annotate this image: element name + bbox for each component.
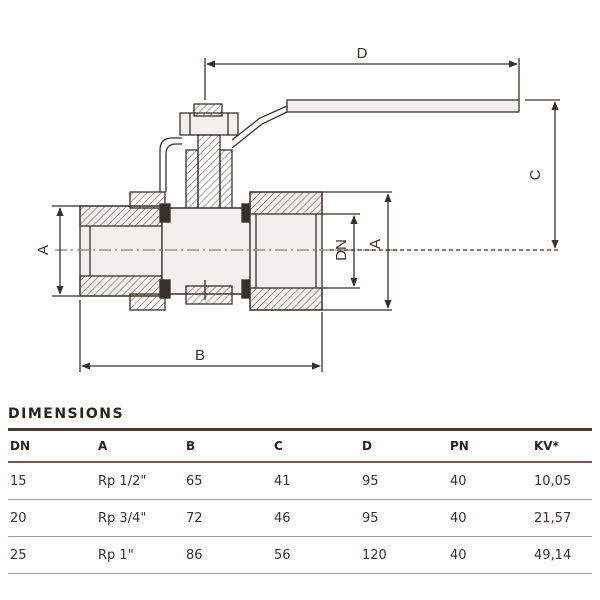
- dim-label-b: B: [195, 347, 205, 364]
- cell-dn: 25: [8, 536, 96, 574]
- table-row: 25 Rp 1" 86 56 120 40 49,14: [8, 536, 592, 574]
- cell-b: 86: [184, 536, 272, 574]
- cell-c: 56: [272, 536, 360, 574]
- cell-kv: 21,57: [532, 499, 592, 537]
- table-row: 15 Rp 1/2" 65 41 95 40 10,05: [8, 462, 592, 500]
- dimensions-title: DIMENSIONS: [8, 406, 125, 422]
- cell-kv: 10,05: [532, 462, 592, 500]
- dimensions-table: DN A B C D PN KV* 15 Rp 1/2" 65 41 95 40…: [8, 431, 592, 574]
- cell-d: 95: [360, 462, 448, 500]
- cell-pn: 40: [448, 462, 532, 500]
- valve-drawing-svg: D C B A A DN: [35, 45, 560, 372]
- cell-dn: 20: [8, 499, 96, 537]
- stem-nut: [179, 103, 239, 136]
- cell-pn: 40: [448, 536, 532, 574]
- header-c: C: [272, 431, 360, 463]
- header-a: A: [96, 431, 184, 463]
- valve-stem: [159, 134, 233, 211]
- handle-lever: [231, 99, 520, 149]
- header-dn: DN: [8, 431, 96, 463]
- cell-c: 41: [272, 462, 360, 500]
- cell-a: Rp 1/2": [96, 462, 184, 500]
- title-divider: [8, 428, 592, 431]
- dim-label-d: D: [357, 45, 368, 62]
- valve-technical-drawing: D C B A A DN: [35, 45, 560, 372]
- cell-kv: 49,14: [532, 536, 592, 574]
- cell-a: Rp 3/4": [96, 499, 184, 537]
- cell-d: 95: [360, 499, 448, 537]
- table-row: 20 Rp 3/4" 72 46 95 40 21,57: [8, 499, 592, 537]
- dim-label-a-right: A: [367, 239, 384, 249]
- table-header-row: DN A B C D PN KV*: [8, 431, 592, 463]
- dim-label-c: C: [527, 169, 544, 180]
- valve-body-right: [249, 191, 323, 311]
- cell-b: 65: [184, 462, 272, 500]
- cell-c: 46: [272, 499, 360, 537]
- dim-label-dn: DN: [333, 239, 350, 261]
- cell-pn: 40: [448, 499, 532, 537]
- header-kv: KV*: [532, 431, 592, 463]
- header-b: B: [184, 431, 272, 463]
- header-d: D: [360, 431, 448, 463]
- cell-dn: 15: [8, 462, 96, 500]
- dim-label-a-left: A: [35, 245, 52, 255]
- valve-body-left: [79, 191, 166, 311]
- cell-a: Rp 1": [96, 536, 184, 574]
- ball-chamber: [159, 203, 253, 305]
- cell-b: 72: [184, 499, 272, 537]
- header-pn: PN: [448, 431, 532, 463]
- cell-d: 120: [360, 536, 448, 574]
- dimensions-section: DIMENSIONS DN A B C D PN KV* 15 Rp 1/2" …: [8, 404, 592, 574]
